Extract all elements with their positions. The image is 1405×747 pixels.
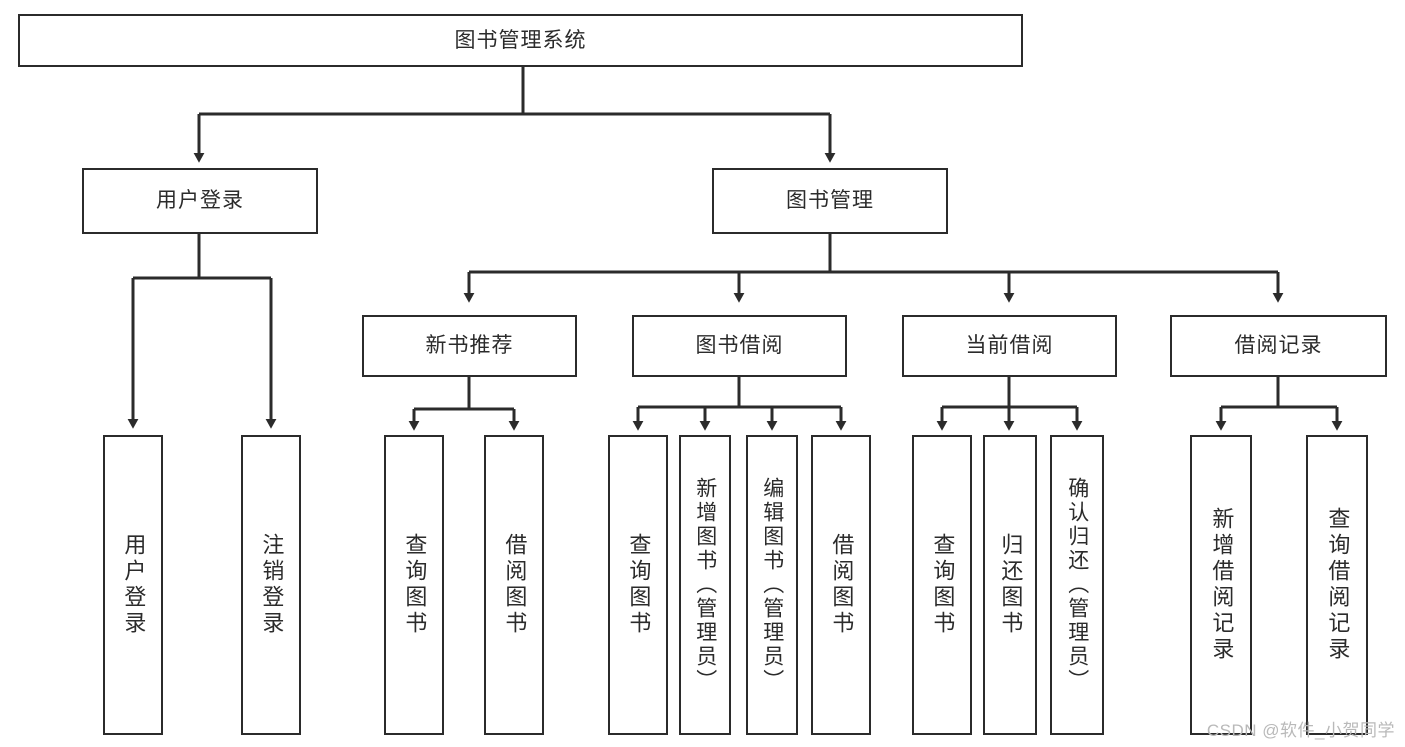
leaf-add-book-admin-label: 新增图书（管理员）: [693, 477, 717, 693]
node-book-management[interactable]: 图书管理: [712, 168, 948, 234]
node-borrow-record-label: 借阅记录: [1234, 334, 1323, 358]
node-new-book-recommend-label: 新书推荐: [425, 334, 514, 358]
leaf-confirm-return-admin-label: 确认归还（管理员）: [1065, 477, 1089, 693]
leaf-return-book-label: 归还图书: [998, 533, 1024, 637]
node-current-borrow[interactable]: 当前借阅: [902, 315, 1117, 377]
leaf-borrow-book-borrow-label: 借阅图书: [829, 533, 855, 637]
node-current-borrow-label: 当前借阅: [965, 334, 1054, 358]
leaf-query-book-recommend[interactable]: 查询图书: [384, 435, 444, 735]
leaf-edit-book-admin[interactable]: 编辑图书（管理员）: [746, 435, 798, 735]
node-book-management-label: 图书管理: [786, 189, 874, 213]
leaf-logout-label: 注销登录: [259, 533, 285, 637]
leaf-user-login-label: 用户登录: [121, 533, 147, 637]
leaf-add-borrow-record-label: 新增借阅记录: [1209, 507, 1235, 663]
leaf-confirm-return-admin[interactable]: 确认归还（管理员）: [1050, 435, 1104, 735]
leaf-borrow-book-recommend-label: 借阅图书: [502, 533, 528, 637]
leaf-edit-book-admin-label: 编辑图书（管理员）: [760, 477, 784, 693]
leaf-user-login[interactable]: 用户登录: [103, 435, 163, 735]
leaf-borrow-book-recommend[interactable]: 借阅图书: [484, 435, 544, 735]
leaf-add-borrow-record[interactable]: 新增借阅记录: [1190, 435, 1252, 735]
leaf-return-book[interactable]: 归还图书: [983, 435, 1037, 735]
leaf-logout[interactable]: 注销登录: [241, 435, 301, 735]
leaf-query-book-current-label: 查询图书: [930, 533, 956, 637]
leaf-query-book-recommend-label: 查询图书: [402, 533, 428, 637]
leaf-add-book-admin[interactable]: 新增图书（管理员）: [679, 435, 731, 735]
leaf-query-book-current[interactable]: 查询图书: [912, 435, 972, 735]
node-root-label: 图书管理系统: [454, 28, 587, 52]
watermark: CSDN @软件_小贺同学: [1206, 721, 1395, 740]
node-new-book-recommend[interactable]: 新书推荐: [362, 315, 577, 377]
leaf-query-borrow-record-label: 查询借阅记录: [1325, 507, 1351, 663]
node-root[interactable]: 图书管理系统: [18, 14, 1023, 67]
node-user-login[interactable]: 用户登录: [82, 168, 318, 234]
node-borrow-record[interactable]: 借阅记录: [1170, 315, 1387, 377]
leaf-query-book-borrow-label: 查询图书: [626, 533, 652, 637]
leaf-query-borrow-record[interactable]: 查询借阅记录: [1306, 435, 1368, 735]
leaf-query-book-borrow[interactable]: 查询图书: [608, 435, 668, 735]
node-book-borrow[interactable]: 图书借阅: [632, 315, 847, 377]
node-user-login-label: 用户登录: [156, 189, 244, 213]
leaf-borrow-book-borrow[interactable]: 借阅图书: [811, 435, 871, 735]
node-book-borrow-label: 图书借阅: [695, 334, 784, 358]
